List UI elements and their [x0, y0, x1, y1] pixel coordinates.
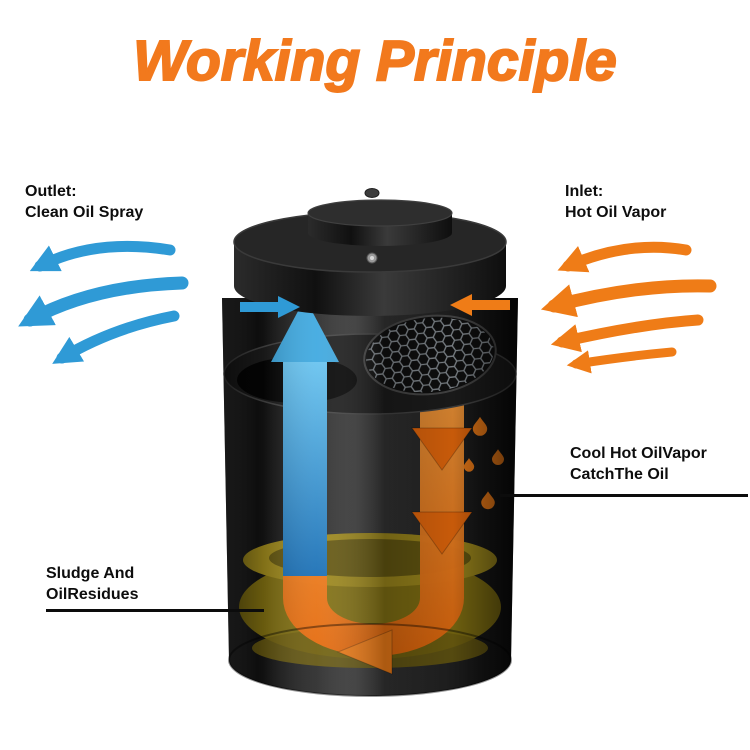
- cool-catch-line1: Cool Hot OilVapor: [570, 445, 707, 462]
- bolt-highlight: [370, 256, 374, 260]
- top-knob: [364, 188, 380, 198]
- sludge-label: Sludge And OilResidues: [46, 564, 138, 606]
- inlet-text: Hot Oil Vapor: [565, 203, 667, 221]
- device-lid: [233, 188, 507, 316]
- sludge-line1: Sludge And: [46, 565, 135, 582]
- hot-oil-vapor-arrows-icon: [540, 241, 717, 374]
- inlet-label: Inlet: Hot Oil Vapor: [565, 182, 666, 224]
- outlet-direction-arrow-icon: [240, 296, 300, 318]
- inlet-direction-arrow-icon: [450, 294, 510, 316]
- cool-catch-leader-line: [500, 494, 748, 497]
- cool-catch-label: Cool Hot OilVapor CatchThe Oil: [570, 444, 707, 486]
- inlet-heading: Inlet:: [565, 183, 604, 200]
- sludge-leader-line: [46, 609, 264, 612]
- page-title: Working Principle: [132, 28, 618, 94]
- cool-catch-line2: CatchThe Oil: [570, 465, 669, 483]
- sludge-line2: OilResidues: [46, 585, 139, 603]
- bottom-rim: [228, 623, 512, 697]
- glass-overlay: [222, 298, 518, 696]
- outlet-text: Clean Oil Spray: [25, 203, 144, 221]
- outlet-label: Outlet: Clean Oil Spray: [25, 182, 143, 224]
- outlet-heading: Outlet:: [25, 183, 77, 200]
- clean-oil-spray-arrows-icon: [18, 240, 189, 364]
